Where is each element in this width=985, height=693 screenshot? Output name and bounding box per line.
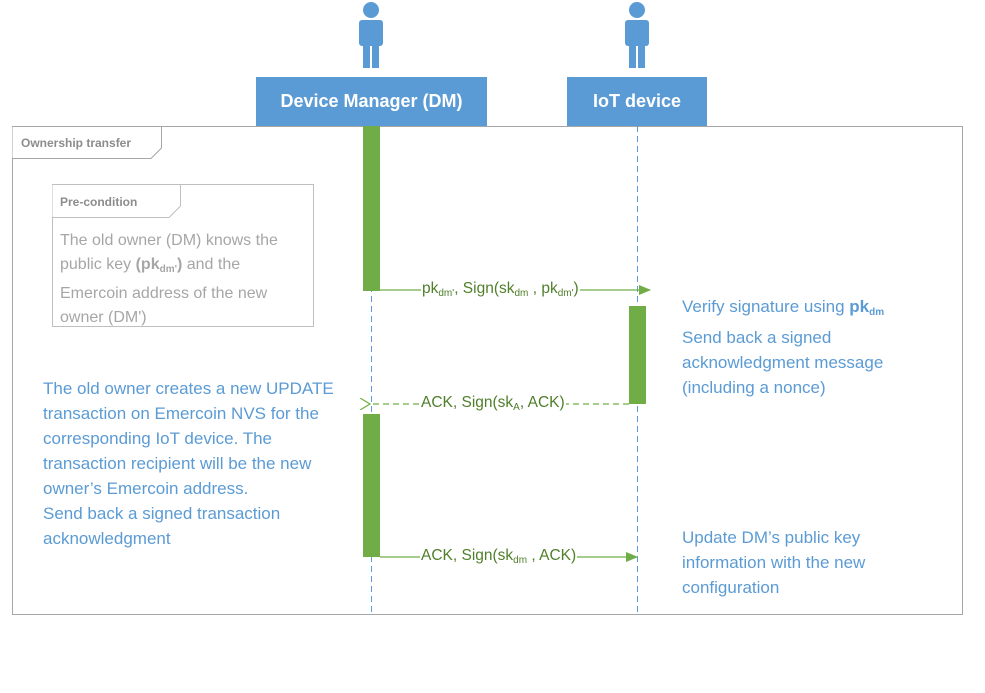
msg1-mid2: , pk bbox=[528, 280, 558, 297]
dm-activation-1 bbox=[363, 126, 380, 291]
message-label-3: ACK, Sign(skdm , ACK) bbox=[420, 547, 578, 566]
update-note-text: Update DM’s public key information with … bbox=[682, 528, 866, 597]
precondition-text-part-1: The old owner (DM) knows the public key bbox=[60, 232, 278, 273]
msg1-end: ) bbox=[573, 280, 579, 297]
precondition-text-part-2: and the Emercoin address of the new owne… bbox=[60, 256, 268, 326]
precondition-label: Pre-condition bbox=[60, 195, 138, 209]
msg2-prefix: ACK, Sign(sk bbox=[421, 394, 514, 411]
msg2-end: , ACK) bbox=[519, 394, 565, 411]
verify-note: Verify signature using pkdm Send back a … bbox=[682, 294, 922, 400]
dm-action-note: The old owner creates a new UPDATE trans… bbox=[43, 376, 343, 551]
msg1-prefix: pk bbox=[422, 280, 439, 297]
msg1-mid2-sub: dm' bbox=[557, 288, 574, 299]
msg1-prefix-sub: dm' bbox=[438, 288, 455, 299]
precondition-key: (pkdm') bbox=[135, 256, 183, 275]
frame-tag-shape bbox=[12, 126, 162, 159]
precondition-text: The old owner (DM) knows the public key … bbox=[60, 229, 308, 330]
verify-note-key-sub: dm bbox=[869, 307, 885, 318]
dm-action-note-part-1: The old owner creates a new UPDATE trans… bbox=[43, 379, 334, 498]
precondition-key-close: ) bbox=[176, 256, 183, 273]
precondition-key-sub: dm' bbox=[159, 264, 177, 275]
msg3-prefix: ACK, Sign(sk bbox=[421, 547, 514, 564]
msg1-mid: , Sign(sk bbox=[454, 280, 515, 297]
frame-label: Ownership transfer bbox=[21, 136, 132, 150]
dm-activation-2 bbox=[363, 414, 380, 557]
iot-activation-1 bbox=[629, 306, 646, 404]
message-label-1: pkdm', Sign(skdm , pkdm') bbox=[421, 280, 580, 299]
msg1-mid-sub: dm bbox=[514, 288, 529, 299]
verify-note-line-2: Send back a signed acknowledgment messag… bbox=[682, 328, 884, 397]
actor-iot-device: IoT device bbox=[567, 77, 707, 126]
frame-tag: Ownership transfer bbox=[13, 127, 161, 159]
update-note: Update DM’s public key information with … bbox=[682, 525, 922, 600]
verify-note-key-base: pk bbox=[849, 297, 870, 316]
verify-note-line-1: Verify signature using pkdm bbox=[682, 294, 922, 325]
precondition-key-base: (pk bbox=[135, 256, 160, 273]
ownership-transfer-frame bbox=[12, 126, 963, 615]
person-icon bbox=[625, 2, 649, 68]
message-label-2: ACK, Sign(skA, ACK) bbox=[420, 394, 566, 413]
msg2-prefix-sub: A bbox=[513, 402, 520, 413]
verify-note-text: Verify signature using bbox=[682, 297, 850, 316]
verify-note-key: pkdm bbox=[849, 297, 885, 318]
actor-device-manager-label: Device Manager (DM) bbox=[280, 91, 463, 111]
dm-action-note-part-2: Send back a signed transaction acknowled… bbox=[43, 504, 281, 548]
precondition-tag-shape bbox=[52, 184, 181, 218]
msg3-prefix-sub: dm bbox=[513, 555, 528, 566]
msg3-end: , ACK) bbox=[527, 547, 577, 564]
person-icon bbox=[359, 2, 383, 68]
actor-iot-device-label: IoT device bbox=[592, 91, 682, 111]
actor-device-manager: Device Manager (DM) bbox=[256, 77, 487, 126]
